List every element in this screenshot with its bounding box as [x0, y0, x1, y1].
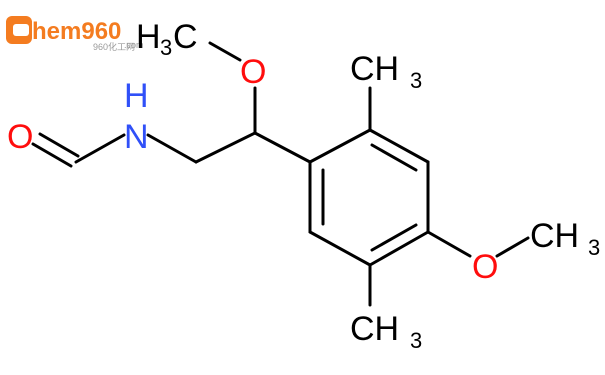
bond-formyl-n	[74, 133, 126, 164]
ring-bond-4-5-inner	[370, 223, 418, 252]
atom-ch3-top-left-c: C	[173, 18, 198, 56]
bond-ring-o	[426, 230, 472, 258]
watermark-brand: hem960	[32, 18, 121, 45]
atom-ch3-ring-bottom: CH	[350, 310, 399, 348]
atom-ch3-top-left-sub: 3	[160, 35, 172, 60]
atom-o-methoxy-ring: O	[472, 248, 498, 286]
watermark-domain: 960化工网	[93, 41, 135, 52]
bond-n-ch2	[146, 133, 198, 164]
atom-n-amide: N	[124, 118, 149, 156]
bond-formyl-double-a	[31, 142, 73, 168]
watermark-c-icon-inner	[13, 24, 29, 36]
bond-ch2-ch	[194, 131, 257, 164]
ring-bond-1-2	[308, 128, 372, 164]
bonds	[31, 41, 530, 307]
atom-ch3-ring-top: CH	[350, 50, 399, 88]
watermark-logo: hem960 960化工网 .com	[6, 16, 144, 52]
atom-labels: O H N O H 3 C CH 3 CH 3 O CH 3	[7, 18, 600, 353]
ring-bond-2-3-inner	[370, 143, 418, 172]
ring-bond-2-3	[368, 128, 430, 164]
atom-ch3-ring-top-sub: 3	[410, 68, 422, 93]
bond-ch-ring	[253, 131, 312, 164]
atom-ch3-ring-methoxy-sub: 3	[588, 235, 600, 260]
bond-o-ch3-top	[208, 41, 242, 62]
atom-o-methoxy-top: O	[240, 53, 266, 91]
bond-formyl-double-b	[38, 132, 80, 158]
ring-bond-5-6	[308, 230, 372, 267]
atom-o-formyl: O	[7, 118, 33, 156]
atom-h-amide: H	[124, 77, 149, 115]
atom-ch3-ring-bottom-sub: 3	[410, 328, 422, 353]
atom-ch3-ring-methoxy: CH	[530, 217, 579, 255]
watermark-url: .com	[124, 40, 144, 50]
ring-bond-4-5	[368, 230, 430, 267]
bond-o-ch3-ring	[495, 236, 530, 258]
atom-ch3-top-left-h: H	[136, 18, 161, 56]
